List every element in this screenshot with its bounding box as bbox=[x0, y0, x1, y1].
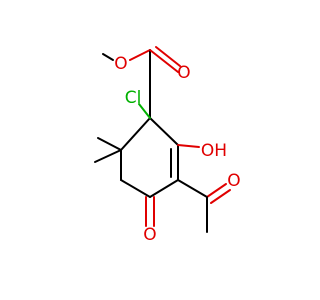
bond-c2-oh bbox=[177, 144, 200, 148]
atom-cl: Cl bbox=[125, 88, 142, 108]
atom-o-ring-ketone: O bbox=[143, 225, 156, 245]
bond-c6-c1 bbox=[120, 117, 151, 151]
bond-acetyl-carbonyl-1 bbox=[206, 183, 227, 198]
bond-c4-c5 bbox=[120, 179, 151, 198]
bond-methyl-oester bbox=[102, 53, 114, 61]
atom-o-acetyl: O bbox=[227, 171, 240, 191]
bond-c1-cl bbox=[138, 103, 151, 119]
atom-oh: OH bbox=[201, 141, 227, 161]
bond-oester-carbon bbox=[129, 49, 151, 61]
bond-ester-carbonyl-1 bbox=[149, 49, 179, 73]
bond-c6-methyl-a bbox=[97, 137, 122, 151]
bond-ester-carbonyl-2 bbox=[155, 46, 181, 67]
atom-o-ester-carbonyl: O bbox=[177, 63, 190, 83]
structure-svg: O O Cl OH O O bbox=[94, 46, 241, 245]
bond-c3-c4 bbox=[149, 179, 179, 198]
atom-o-ester-single: O bbox=[114, 54, 127, 74]
bond-c3-acetyl-carbon bbox=[177, 179, 208, 198]
bond-acetyl-carbonyl-2 bbox=[210, 189, 231, 204]
bond-c1-c2 bbox=[149, 117, 179, 146]
bond-c6-methyl-b bbox=[94, 149, 122, 163]
molecule-diagram: O O Cl OH O O bbox=[94, 46, 241, 245]
